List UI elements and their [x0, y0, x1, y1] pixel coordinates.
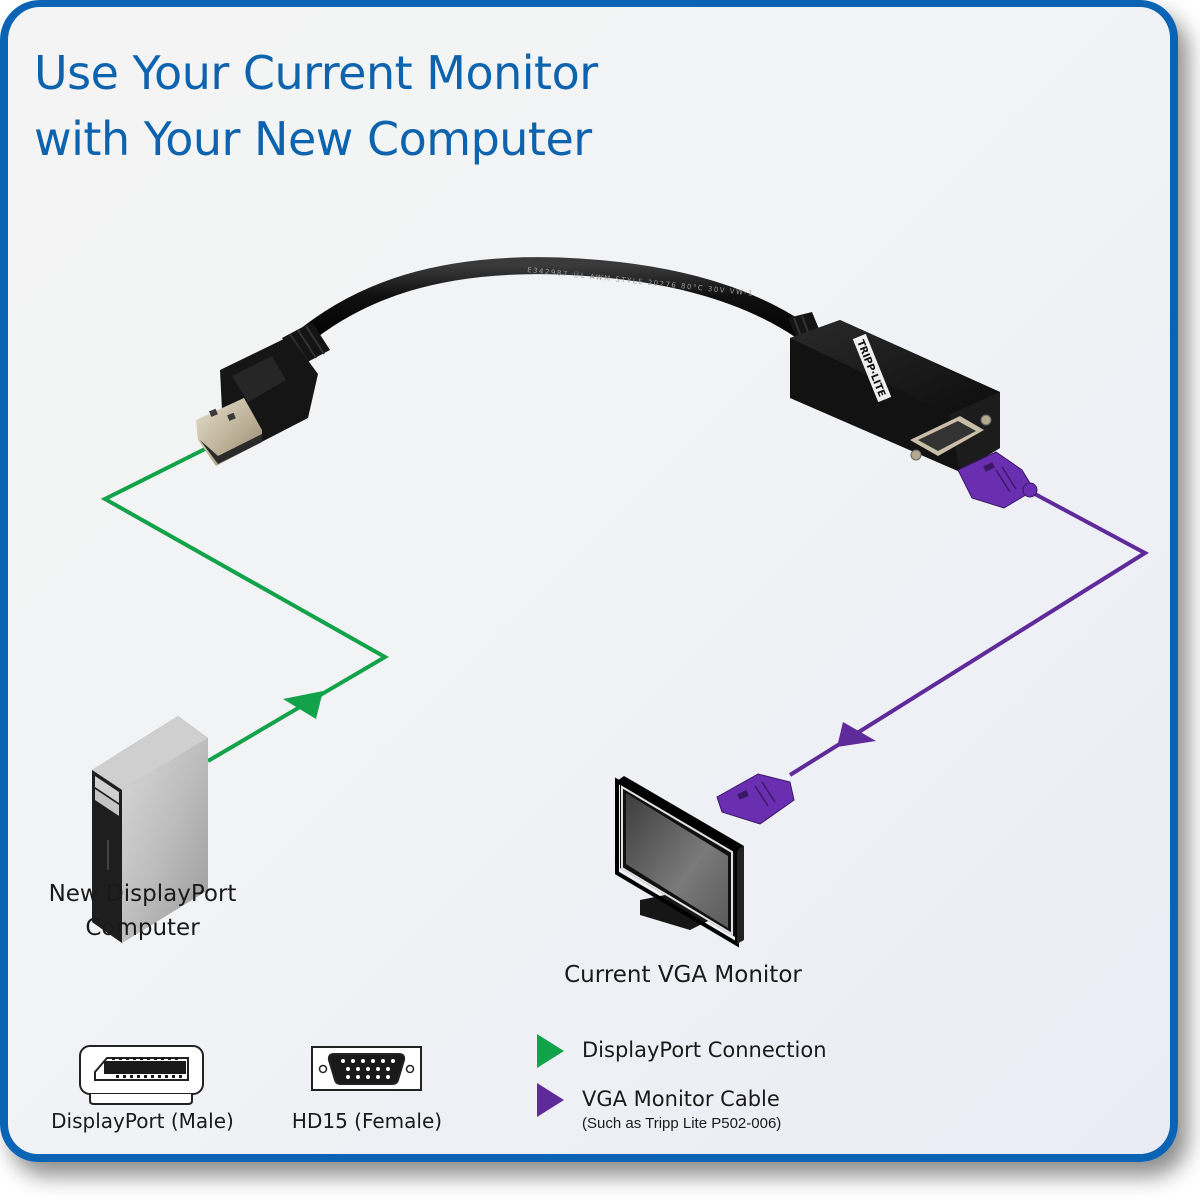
lcd-monitor-icon: [615, 776, 744, 948]
diagram-frame: [0, 0, 1178, 1162]
displayport-male-label: DisplayPort (Male): [51, 1109, 234, 1133]
green-arrowhead-icon: [283, 691, 323, 719]
legend-item-displayport-connection: DisplayPort Connection: [537, 1034, 827, 1068]
vga-cable-line: [788, 491, 1149, 777]
legend-sublabel: (Such as Tripp Lite P502-006): [582, 1115, 782, 1132]
legend-label: DisplayPort Connection: [582, 1038, 827, 1062]
purple-arrowhead-icon: [837, 722, 876, 747]
title-line-2: with Your New Computer: [34, 112, 592, 166]
legend-label: VGA Monitor Cable (Such as Tripp Lite P5…: [582, 1087, 782, 1132]
hd15-female-icon: [311, 1046, 422, 1091]
vga-plug-monitor-side: [716, 773, 795, 825]
vga-plug-adapter-side: [957, 451, 1038, 509]
page-title: Use Your Current Monitor with Your New C…: [34, 40, 598, 172]
monitor-label: Current VGA Monitor: [564, 962, 802, 988]
computer-label-line-2: Computer: [85, 915, 200, 941]
hd15-pins: [341, 1059, 395, 1079]
legend-item-vga-monitor-cable: VGA Monitor Cable (Such as Tripp Lite P5…: [537, 1083, 781, 1133]
green-triangle-icon: [537, 1034, 564, 1068]
purple-triangle-icon: [537, 1083, 564, 1117]
desktop-tower-icon: [92, 716, 208, 943]
vga-adapter-box: TRIPP·LITE: [790, 320, 1000, 472]
adapter-cable: E342987 ⓊL AWM STYLE 20276 80°C 30V VW-1: [291, 257, 809, 349]
computer-label-line-1: New DisplayPort: [48, 881, 237, 907]
displayport-male-icon: [79, 1045, 204, 1105]
dp-pins: [112, 1057, 182, 1078]
displayport-plug: [196, 336, 318, 466]
displayport-connection-line: [100, 443, 390, 763]
computer-label: New DisplayPort Computer: [30, 877, 255, 945]
hd15-female-label: HD15 (Female): [291, 1109, 443, 1133]
title-line-1: Use Your Current Monitor: [34, 46, 598, 100]
